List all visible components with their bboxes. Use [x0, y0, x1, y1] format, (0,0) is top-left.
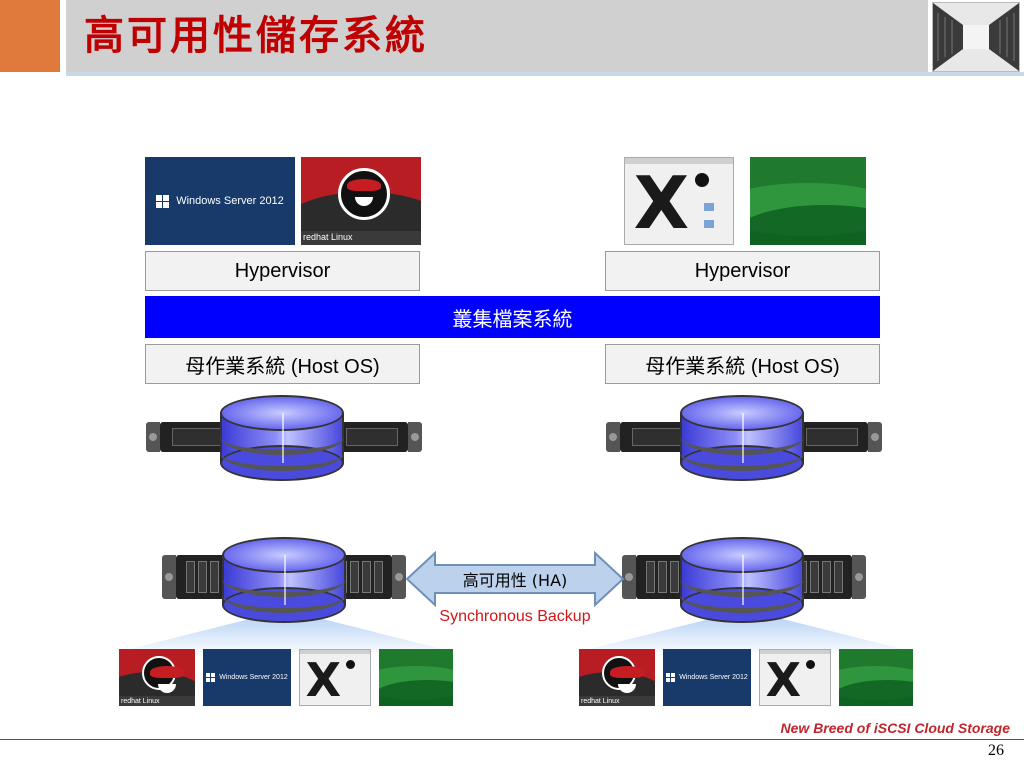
storage-disk-upper-left [220, 395, 344, 481]
bottom-right-suse-tile [839, 649, 913, 706]
bottom-left-redhat-tile: redhat Linux [119, 649, 195, 706]
storage-disk-lower-left [222, 537, 346, 623]
ha-double-arrow [405, 551, 625, 607]
redhat-tile-label: redhat Linux [121, 698, 160, 705]
redhat-logo-icon [338, 167, 390, 220]
header-bar [66, 0, 928, 72]
storage-disk-upper-right [680, 395, 804, 481]
suse-linux-tile [750, 157, 866, 245]
windows-logo-icon [206, 673, 216, 682]
windows-server-tile: Windows Server 2012 [145, 157, 295, 245]
redhat-tile-label: redhat Linux [303, 232, 353, 242]
windows-tile-label: Windows Server 2012 [176, 195, 284, 207]
bottom-right-windows-tile: Windows Server 2012 [663, 649, 751, 706]
mac-os-x-tile: X [624, 157, 734, 245]
windows-logo-icon [156, 194, 170, 208]
mac-os-x-logo-icon: X [765, 653, 802, 706]
hypervisor-right: Hypervisor [605, 251, 880, 291]
windows-tile-label: Windows Server 2012 [219, 674, 288, 681]
mac-os-x-logo-icon: X [633, 161, 690, 245]
ha-label: 高可用性 (HA) [462, 571, 568, 590]
mac-os-x-logo-icon: X [305, 653, 342, 706]
redhat-logo-icon [602, 655, 644, 693]
header-rule [66, 72, 1024, 76]
redhat-linux-tile: redhat Linux [301, 157, 421, 245]
bottom-left-mac-tile: X [299, 649, 371, 706]
bottom-left-suse-tile [379, 649, 453, 706]
windows-logo-icon [666, 673, 676, 682]
footer-brand: New Breed of iSCSI Cloud Storage [780, 720, 1010, 736]
cluster-file-system-bar: 叢集檔案系統 [145, 296, 880, 338]
windows-tile-label: Windows Server 2012 [679, 674, 748, 681]
redhat-tile-label: redhat Linux [581, 698, 620, 705]
bottom-left-windows-tile: Windows Server 2012 [203, 649, 291, 706]
page-number: 26 [988, 742, 1004, 759]
storage-disk-lower-right [680, 537, 804, 623]
host-os-right: 母作業系統 (Host OS) [605, 344, 880, 384]
host-os-left: 母作業系統 (Host OS) [145, 344, 420, 384]
datacenter-logo [932, 2, 1020, 72]
slide-title: 高可用性儲存系統 [84, 12, 428, 59]
sync-backup-label: Synchronous Backup [439, 608, 591, 625]
footer-rule [0, 739, 1024, 740]
redhat-logo-icon [142, 655, 184, 693]
bottom-right-mac-tile: X [759, 649, 831, 706]
header-accent-block [0, 0, 60, 72]
hypervisor-left: Hypervisor [145, 251, 420, 291]
bottom-right-redhat-tile: redhat Linux [579, 649, 655, 706]
